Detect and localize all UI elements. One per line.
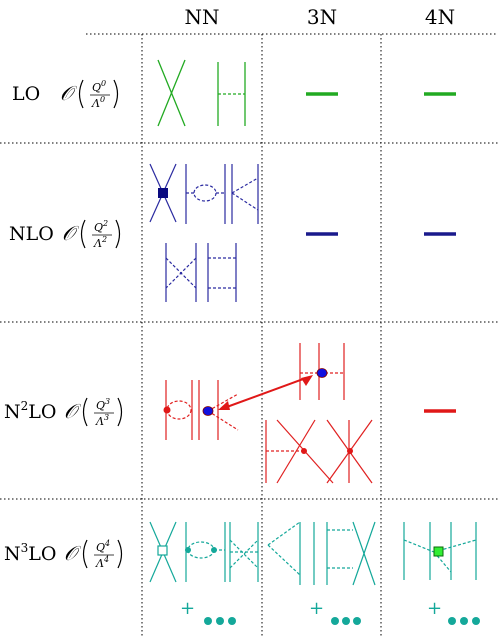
svg-text:Λ3: Λ3 — [95, 413, 109, 428]
svg-text:Q4: Q4 — [96, 539, 110, 554]
svg-text:Λ4: Λ4 — [95, 555, 109, 570]
n2lo-3n-red-vertex-2 — [347, 448, 353, 454]
order-name: N2LO — [4, 399, 56, 423]
nlo-nn-diagrams — [149, 163, 259, 302]
continuation-nn: + — [180, 598, 236, 625]
n2lo-3n-diagrams — [265, 343, 373, 484]
n2lo-blue-vertex — [202, 406, 214, 416]
row-label-n3lo: N3LO 𝒪 Q4 Λ4 — [4, 539, 123, 570]
big-o-symbol: 𝒪 — [64, 399, 82, 423]
column-header-nn: NN — [185, 5, 220, 29]
denominator-exp: 0 — [100, 95, 105, 104]
plus-sign: + — [180, 598, 195, 619]
lo-nn-diagrams — [157, 59, 246, 127]
n2lo-3n-red-vertex-1 — [301, 448, 307, 454]
continuation-3n: + — [309, 598, 361, 625]
plus-sign: + — [309, 598, 324, 619]
svg-text:Λ0: Λ0 — [91, 95, 105, 110]
n2lo-red-vertex — [163, 406, 171, 414]
n3lo-vertex-1 — [185, 547, 191, 553]
row-label-nlo: NLO 𝒪 Q2 Λ2 — [9, 219, 121, 250]
continuation-4n: + — [427, 598, 480, 625]
plus-sign: + — [427, 598, 442, 619]
n2lo-3n-blue-vertex — [316, 368, 328, 378]
column-header-3n: 3N — [307, 5, 337, 29]
big-o-symbol: 𝒪 — [64, 541, 82, 565]
row-label-n2lo: N2LO 𝒪 Q3 Λ3 — [4, 397, 123, 428]
column-header-4n: 4N — [425, 5, 455, 29]
numerator-exp: 0 — [101, 79, 106, 88]
svg-text:Q3: Q3 — [96, 397, 110, 412]
svg-text:Q0: Q0 — [92, 79, 106, 94]
n3lo-vertex-2 — [211, 547, 217, 553]
svg-text:Q2: Q2 — [94, 219, 108, 234]
row-label-lo: LO 𝒪 Q0 Λ0 — [12, 79, 119, 110]
n2lo-arrow — [218, 375, 313, 410]
big-o-symbol: 𝒪 — [60, 81, 78, 105]
nlo-contact-vertex — [158, 188, 168, 198]
order-name: N3LO — [4, 541, 56, 565]
order-name: LO — [12, 83, 40, 105]
order-name: NLO — [9, 223, 54, 245]
big-o-symbol: 𝒪 — [62, 221, 80, 245]
svg-text:Λ2: Λ2 — [93, 235, 107, 250]
grid-lines — [0, 33, 498, 636]
n3lo-3n-diagrams — [267, 521, 376, 586]
n3lo-open-contact-vertex — [157, 545, 168, 556]
numerator-base: Q — [92, 81, 101, 94]
n3lo-4n-contact-vertex — [433, 546, 444, 557]
denominator-base: Λ — [91, 97, 100, 110]
